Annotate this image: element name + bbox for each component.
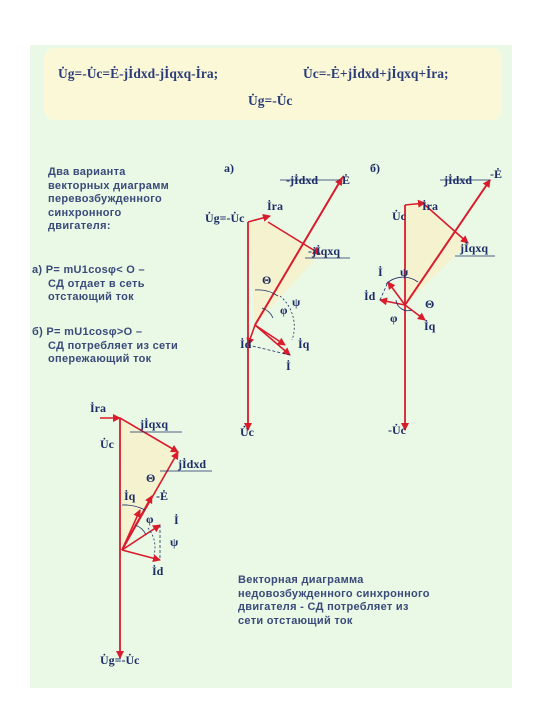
tag-a: а) <box>224 161 234 175</box>
arc-a-theta <box>254 289 279 297</box>
label-a-i: İ <box>286 359 291 373</box>
label-a-phi: φ <box>280 303 288 317</box>
vector-a-id <box>246 324 256 346</box>
slide-background <box>30 45 512 688</box>
diagram-c: İra jİqxq U̇c jİdxd Θ İq -Ė φ İ ψ İd U̇g… <box>90 401 212 667</box>
arc-c-phi <box>134 524 147 536</box>
label-b-phi: φ <box>390 311 398 325</box>
label-a-iq: İq <box>298 337 310 351</box>
arc-b-psi <box>385 276 419 285</box>
arc-a-phi <box>261 307 274 319</box>
vector-b-jiqxq <box>424 204 469 244</box>
tag-b: б) <box>370 161 380 175</box>
vector-c-id <box>121 549 161 563</box>
label-c-psi: ψ <box>170 535 179 549</box>
label-c-uc: U̇c <box>100 437 115 451</box>
label-b-theta: Θ <box>425 297 434 311</box>
label-a-id: İd <box>240 337 252 351</box>
vector-b-i <box>387 281 406 306</box>
label-b-e: -Ė <box>490 167 502 181</box>
arc-b-phi <box>395 299 413 312</box>
diagram-caption: Векторная диаграмма недовозбужденного си… <box>238 574 430 627</box>
label-b-psi: ψ <box>400 265 409 279</box>
label-b-id: İd <box>364 289 376 303</box>
label-b-jiqxq: jİqxq <box>459 241 488 255</box>
diagram-a-triangle <box>248 222 320 325</box>
description-case-a: а) P= mU1cosφ< O – СД отдает в сеть отст… <box>32 264 145 303</box>
label-c-e: -Ė <box>156 489 168 503</box>
label-b-ira: İra <box>422 199 438 213</box>
vector-b-id <box>379 297 406 306</box>
vector-a-e <box>254 177 343 326</box>
diagram-b: б) jİdxd -Ė U̇c İra jİqxq İ ψ Θ İd φ İq … <box>364 161 502 437</box>
label-a-theta: Θ <box>262 273 271 287</box>
label-b-i: İ <box>378 265 383 279</box>
arc-c-theta <box>121 504 146 511</box>
label-b-jidxd: jİdxd <box>443 173 472 187</box>
label-a-jidxd: -jİdxd <box>286 173 318 187</box>
label-b-iq: İq <box>424 319 436 333</box>
vector-a-i <box>254 324 291 356</box>
vector-c-iq <box>121 509 141 551</box>
label-a-jiqxq: -jİqxq <box>308 244 340 258</box>
vector-a-jiqxq <box>267 221 321 255</box>
formula-equality: U̇g=-U̇c <box>248 93 293 108</box>
projection-a <box>247 344 291 356</box>
label-c-i: İ <box>174 513 179 527</box>
label-c-ira: İra <box>90 401 106 415</box>
label-a-ug: U̇g=-U̇c <box>205 211 245 225</box>
vector-b-iq <box>404 304 426 321</box>
formula-motor: U̇c=-Ė+jİdxd+jİqxq+İra; <box>303 66 449 81</box>
label-b-uc: U̇c <box>392 209 407 223</box>
label-a-uc: U̇c <box>240 425 255 439</box>
vector-c-i <box>121 524 161 551</box>
label-c-jiqxq: jİqxq <box>139 417 168 431</box>
vector-c-e <box>121 495 153 551</box>
description-intro: Два варианта векторных диаграмм перевозб… <box>48 166 170 232</box>
label-a-ira: İra <box>267 199 283 213</box>
projection-b <box>379 281 389 301</box>
formula-generator: U̇g=-U̇c=Ė-jİdxd-jİqxq-İra; <box>58 66 219 81</box>
vector-a-jidxd <box>341 175 345 179</box>
vector-c-jiqxq <box>119 417 179 453</box>
label-a-e: Ė <box>342 173 350 187</box>
label-c-jidxd: jİdxd <box>177 457 206 471</box>
arc-a-psi <box>279 295 295 341</box>
label-c-phi: φ <box>146 512 154 526</box>
label-b-muc: -U̇c <box>388 423 407 437</box>
description-case-b: б) P= mU1cosφ>O – СД потребляет из сети … <box>32 326 179 365</box>
label-c-theta: Θ <box>146 471 155 485</box>
label-a-psi: ψ <box>292 295 301 309</box>
label-c-ug: U̇g=-U̇c <box>100 653 140 667</box>
diagram-a: а) -jİdxd Ė U̇g=-U̇c İra -jİqxq Θ ψ φ İd… <box>205 161 350 439</box>
formula-box <box>44 48 502 120</box>
label-c-iq: İq <box>124 489 136 503</box>
vector-b-ira <box>404 199 426 208</box>
vector-a-ira <box>247 213 271 223</box>
vector-b-e <box>404 179 491 306</box>
label-c-id: İd <box>152 564 164 578</box>
